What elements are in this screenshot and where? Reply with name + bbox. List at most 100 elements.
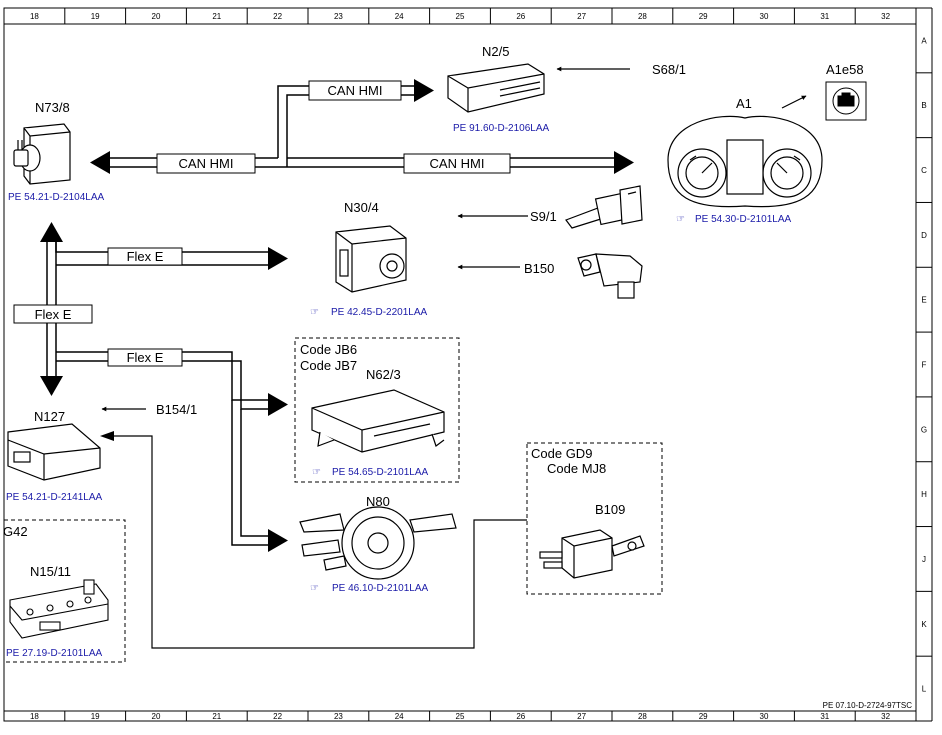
- grid-column-label: 32: [881, 12, 890, 21]
- grid-row-label: K: [921, 620, 927, 629]
- svg-text:PE 54.65-D-2101LAA: PE 54.65-D-2101LAA: [332, 467, 429, 478]
- instrument-cluster-icon: [667, 115, 823, 208]
- n80-ref-pointer-icon: ☞: [310, 583, 319, 594]
- bus-label-flex-upper: Flex E: [107, 247, 183, 266]
- grid-row-label: E: [921, 296, 926, 305]
- grid-row-label: J: [922, 555, 926, 564]
- grid-column-label: 32: [881, 712, 890, 721]
- grid-row-label: D: [921, 231, 927, 240]
- grid-column-label: 22: [273, 12, 282, 21]
- grid-column-label: 30: [760, 712, 769, 721]
- grid-row-label: B: [921, 101, 926, 110]
- a1-instrument-cluster: A1 ☞ PE 54.30-D-2101LAA: [667, 96, 823, 225]
- drawing-frame: [3, 7, 933, 722]
- grid-row-label: H: [921, 490, 927, 499]
- ignition-switch-icon: [13, 123, 71, 185]
- grid-column-label: 20: [152, 712, 161, 721]
- grid-column-label: 28: [638, 12, 647, 21]
- grid-column-label: 24: [395, 712, 404, 721]
- n30-4-abs-unit: N30/4 ☞ PE 42.45-D-2201LAA: [310, 200, 428, 318]
- parktronic-unit-icon: [311, 389, 445, 453]
- svg-text:N30/4: N30/4: [344, 200, 379, 215]
- bus-label-flex-lower: Flex E: [107, 348, 183, 367]
- b150-sensor: B150: [524, 253, 643, 299]
- grid-column-label: 26: [516, 712, 525, 721]
- steering-column-module-icon: [299, 506, 457, 580]
- document-stamp: PE 07.10-D-2724-97TSC: [823, 701, 913, 710]
- grid-column-label: 27: [577, 12, 586, 21]
- grid-row-label: C: [921, 166, 927, 175]
- svg-text:PE 54.30-D-2101LAA: PE 54.30-D-2101LAA: [695, 214, 792, 225]
- bus-label-can-left: CAN HMI: [156, 153, 256, 174]
- grid-row-label: L: [922, 685, 927, 694]
- grid-row-label: F: [922, 361, 927, 370]
- n2-5-control-unit: N2/5 PE 91.60-D-2106LAA: [447, 44, 550, 134]
- n62-3-ref-pointer-icon: ☞: [312, 467, 321, 478]
- n73-8-ignition-switch: N73/8 PE 54.21-D-2104LAA: [8, 100, 105, 203]
- grid-column-label: 27: [577, 712, 586, 721]
- svg-text:PE 91.60-D-2106LAA: PE 91.60-D-2106LAA: [453, 123, 550, 134]
- input-arrows: [101, 66, 807, 412]
- svg-text:S9/1: S9/1: [530, 209, 557, 224]
- switch-sensor-icon: [565, 185, 643, 229]
- sensor-connector-icon: [539, 529, 645, 579]
- svg-text:CAN HMI: CAN HMI: [328, 83, 383, 98]
- n80-steering-module: N80 ☞ PE 46.10-D-2101LAA: [299, 494, 457, 594]
- powertrain-unit-icon: [7, 423, 101, 481]
- grid-column-label: 30: [760, 12, 769, 21]
- b109-group: Code GD9 Code MJ8 B109: [526, 442, 663, 595]
- grid-column-label: 31: [820, 712, 829, 721]
- n62-3-group: Code JB6 Code JB7 N62/3 ☞ PE 54.65-D-210…: [294, 337, 460, 483]
- grid-column-label: 23: [334, 712, 343, 721]
- abs-unit-icon: [335, 225, 407, 293]
- svg-text:A1e58: A1e58: [826, 62, 864, 77]
- grid-column-label: 21: [212, 712, 221, 721]
- svg-text:N80: N80: [366, 494, 390, 509]
- grid-column-label: 21: [212, 12, 221, 21]
- b109-wire-arrowhead: [100, 431, 114, 441]
- svg-text:Code MJ8: Code MJ8: [547, 461, 606, 476]
- grid-row-label: A: [921, 36, 927, 45]
- svg-text:Code JB6: Code JB6: [300, 342, 357, 357]
- transmission-control-unit-icon: [9, 579, 109, 639]
- engine-warning-lamp-icon: [825, 81, 867, 121]
- grid-column-label: 25: [456, 12, 465, 21]
- svg-text:N127: N127: [34, 409, 65, 424]
- svg-text:Flex E: Flex E: [127, 249, 164, 264]
- flex-e-arrowheads: [40, 222, 288, 552]
- bus-label-can-right: CAN HMI: [403, 153, 511, 174]
- svg-text:PE 27.19-D-2101LAA: PE 27.19-D-2101LAA: [6, 648, 103, 659]
- n127-control-unit: N127 PE 54.21-D-2141LAA: [6, 409, 103, 503]
- can-hmi-arrowheads: [90, 79, 634, 174]
- svg-text:CAN HMI: CAN HMI: [430, 156, 485, 171]
- grid-row-label: G: [921, 425, 927, 434]
- grid-column-label: 19: [91, 12, 100, 21]
- svg-text:G42: G42: [3, 524, 28, 539]
- grid-column-label: 23: [334, 12, 343, 21]
- svg-text:N15/11: N15/11: [30, 564, 71, 579]
- bus-label-flex-left: Flex E: [13, 304, 93, 324]
- grid-column-label: 29: [699, 712, 708, 721]
- svg-text:PE 54.21-D-2104LAA: PE 54.21-D-2104LAA: [8, 192, 105, 203]
- grid-row-labels: A B C D E F G H J K L: [921, 36, 927, 693]
- a1-ref-pointer-icon: ☞: [676, 214, 685, 225]
- s9-1-switch: S9/1: [530, 185, 643, 229]
- svg-text:PE 46.10-D-2101LAA: PE 46.10-D-2101LAA: [332, 583, 429, 594]
- control-unit-icon: [447, 63, 545, 113]
- g42-group: G42 N15/11 PE 27.19-D-2101LAA: [3, 519, 126, 663]
- grid-column-label: 28: [638, 712, 647, 721]
- bus-label-can-top: CAN HMI: [308, 80, 402, 101]
- grid-column-label: 22: [273, 712, 282, 721]
- svg-text:A1: A1: [736, 96, 752, 111]
- b109-signal-wire: [108, 435, 527, 649]
- svg-text:Flex E: Flex E: [35, 307, 72, 322]
- grid-column-label: 18: [30, 12, 39, 21]
- sensor-icon: [577, 253, 643, 299]
- grid-column-label: 29: [699, 12, 708, 21]
- svg-text:N73/8: N73/8: [35, 100, 70, 115]
- svg-text:Code JB7: Code JB7: [300, 358, 357, 373]
- grid-column-label: 26: [516, 12, 525, 21]
- svg-text:PE 54.21-D-2141LAA: PE 54.21-D-2141LAA: [6, 492, 103, 503]
